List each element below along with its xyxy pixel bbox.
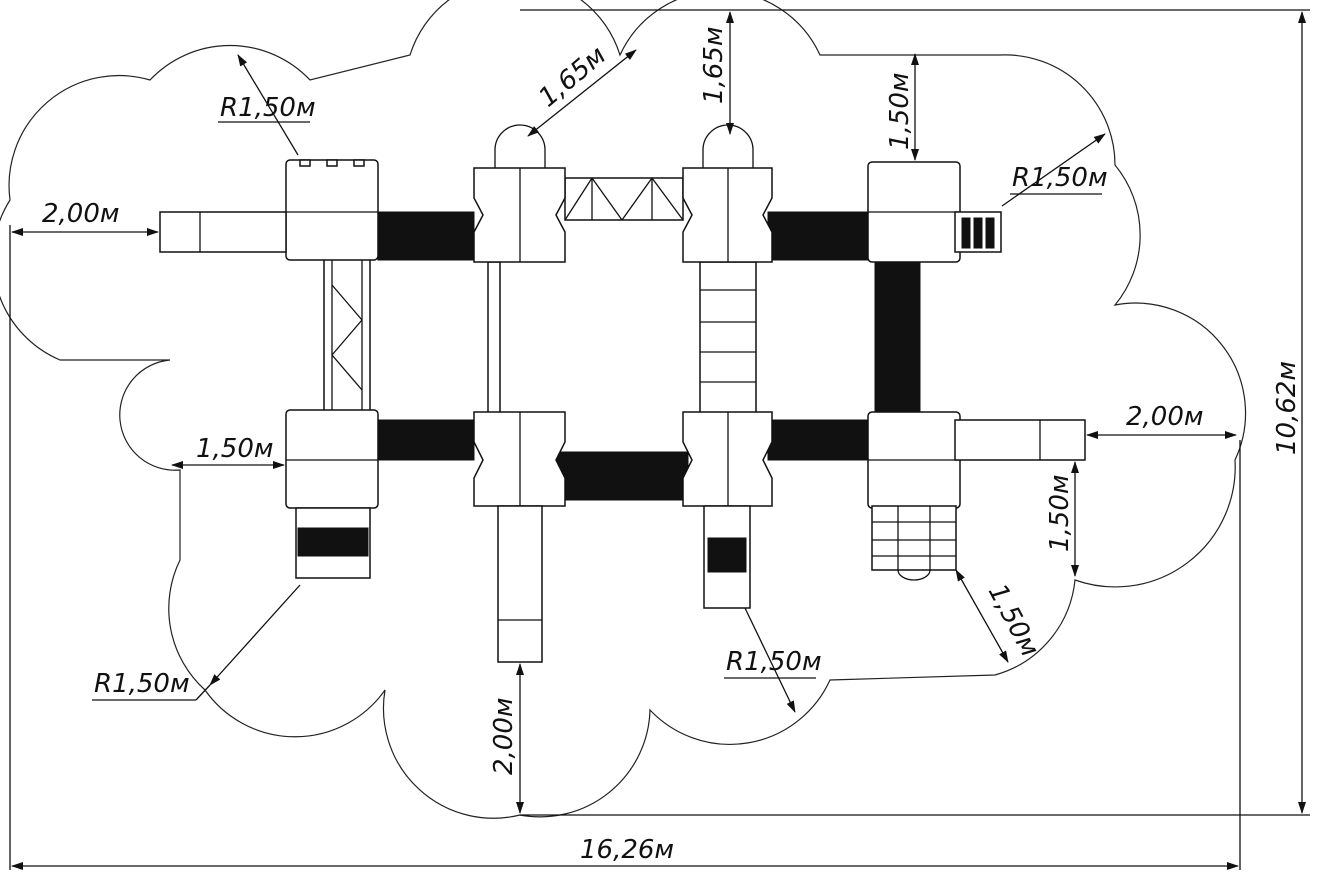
tower-top-mid-left <box>473 124 566 263</box>
dim-top-diag-label: 1,65м <box>533 41 612 114</box>
radius-top-right-label: R1,50м <box>1012 163 1108 193</box>
radius-top-left-leader <box>237 54 299 156</box>
radius-bottom-mid-leader <box>744 607 796 713</box>
panel-bottom-left <box>295 507 371 579</box>
bridge-bottom-left <box>377 419 475 461</box>
tower-bottom-mid-right <box>682 411 773 507</box>
slide-left <box>159 211 287 253</box>
tower-bottom-mid-left <box>473 411 566 507</box>
bridge-top-right <box>767 211 871 261</box>
dim-top-mid-label: 1,65м <box>699 26 729 104</box>
bridge-bottom-right <box>767 419 871 461</box>
dim-bottom-slide-label: 2,00м <box>489 697 519 775</box>
tower-top-left <box>285 159 379 261</box>
panel-bottom-mid <box>703 505 751 609</box>
dim-lower-diag-label: 1,50м <box>982 579 1045 662</box>
truss-bridge-top <box>564 177 684 221</box>
slide-bottom <box>497 505 543 663</box>
safety-zone-outline <box>0 0 1247 819</box>
dim-right-lower-label: 1,50м <box>1045 474 1075 552</box>
dim-left-slide-label: 2,00м <box>42 199 120 229</box>
tower-top-right <box>867 161 961 263</box>
radius-top-left-label: R1,50м <box>220 93 316 123</box>
radius-bottom-left-joint <box>195 684 211 701</box>
tower-top-mid-right <box>682 124 773 263</box>
dim-right-slide-label: 2,00м <box>1126 402 1204 432</box>
dim-left-mid-label: 1,50м <box>196 434 274 464</box>
bridge-right-vertical <box>874 261 921 415</box>
dim-lower-diag-line <box>955 569 1009 663</box>
dim-top-right-label: 1,50м <box>885 72 915 150</box>
bridge-bottom-mid <box>555 451 689 501</box>
stairs-right-top <box>954 211 1002 253</box>
radius-bottom-left-leader <box>209 584 301 686</box>
tower-bottom-left <box>285 409 379 509</box>
overall-height-label: 10,62м <box>1272 361 1302 455</box>
bridge-top-left <box>377 211 475 261</box>
pole-passage-left <box>487 261 501 415</box>
slide-right <box>954 419 1086 461</box>
overall-width-label: 16,26м <box>580 835 674 865</box>
ladder-middle <box>699 261 757 415</box>
radius-bottom-mid-label: R1,50м <box>726 647 822 677</box>
dim-top-diag-line <box>527 49 637 137</box>
truss-bridge-left <box>323 257 371 413</box>
tower-bottom-right <box>867 411 961 509</box>
climber-bottom-right <box>871 505 957 581</box>
radius-bottom-left-label: R1,50м <box>94 669 190 699</box>
